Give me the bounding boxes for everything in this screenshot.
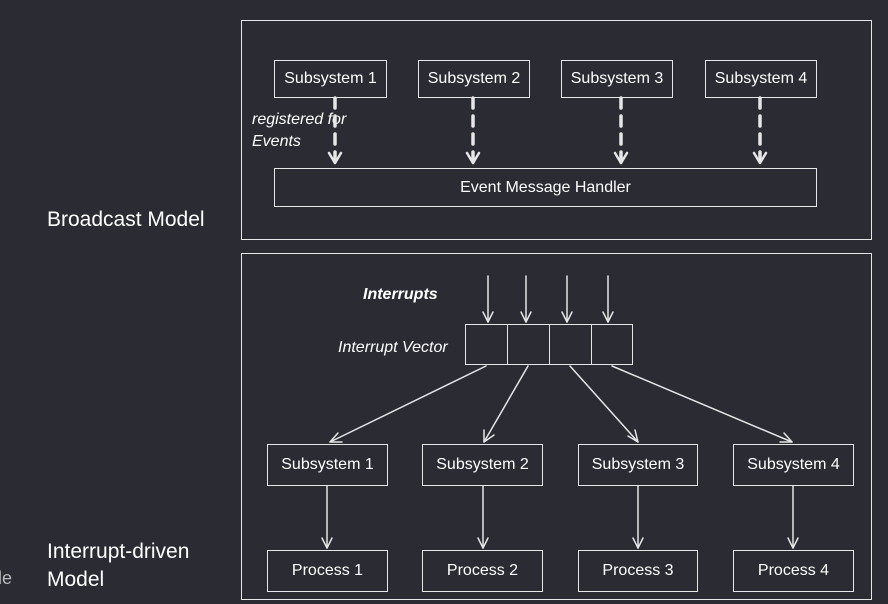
process-1: Process 1: [267, 550, 388, 592]
dashed-arrow-2: [465, 96, 481, 165]
registered-label-line1: registered for: [252, 111, 347, 128]
interrupt-input-arrow-1: [482, 275, 494, 323]
clipped-edge-text: le: [0, 568, 13, 588]
interrupt-vector-label: Interrupt Vector: [338, 339, 448, 356]
subsystem-to-process-4-arrow: [787, 485, 799, 549]
interrupt-panel: [241, 253, 872, 600]
dashed-arrow-4: [752, 96, 768, 165]
broadcast-model-title: Broadcast Model: [47, 208, 205, 231]
subsystem-to-process-1-arrow: [321, 485, 333, 549]
interrupt-input-arrow-4: [602, 275, 614, 323]
interrupt-vector-cell-4: [591, 324, 633, 365]
event-message-handler: Event Message Handler: [274, 168, 817, 207]
interrupts-label: Interrupts: [363, 286, 438, 303]
registered-label-line2: Events: [252, 133, 301, 150]
subsystem-to-process-2-arrow: [477, 485, 489, 549]
vector-to-subsystem-1-arrow: [329, 365, 487, 443]
vector-to-subsystem-4-arrow: [611, 365, 793, 443]
interrupt-model-title-line1: Interrupt-driven: [47, 540, 190, 563]
subsystem-to-process-3-arrow: [632, 485, 644, 549]
broadcast-subsystem-3: Subsystem 3: [561, 60, 673, 98]
broadcast-panel: [241, 20, 872, 240]
process-4: Process 4: [733, 550, 854, 592]
process-3: Process 3: [578, 550, 698, 592]
process-2: Process 2: [422, 550, 543, 592]
dashed-arrow-3: [613, 96, 629, 165]
dashed-arrow-1: [327, 96, 343, 165]
vector-to-subsystem-2-arrow: [483, 365, 529, 443]
broadcast-subsystem-1: Subsystem 1: [274, 60, 387, 98]
interrupt-input-arrow-3: [561, 275, 573, 323]
vector-to-subsystem-3-arrow: [569, 365, 639, 443]
interrupt-input-arrow-2: [520, 275, 532, 323]
interrupt-model-title-line2: Model: [47, 568, 105, 591]
